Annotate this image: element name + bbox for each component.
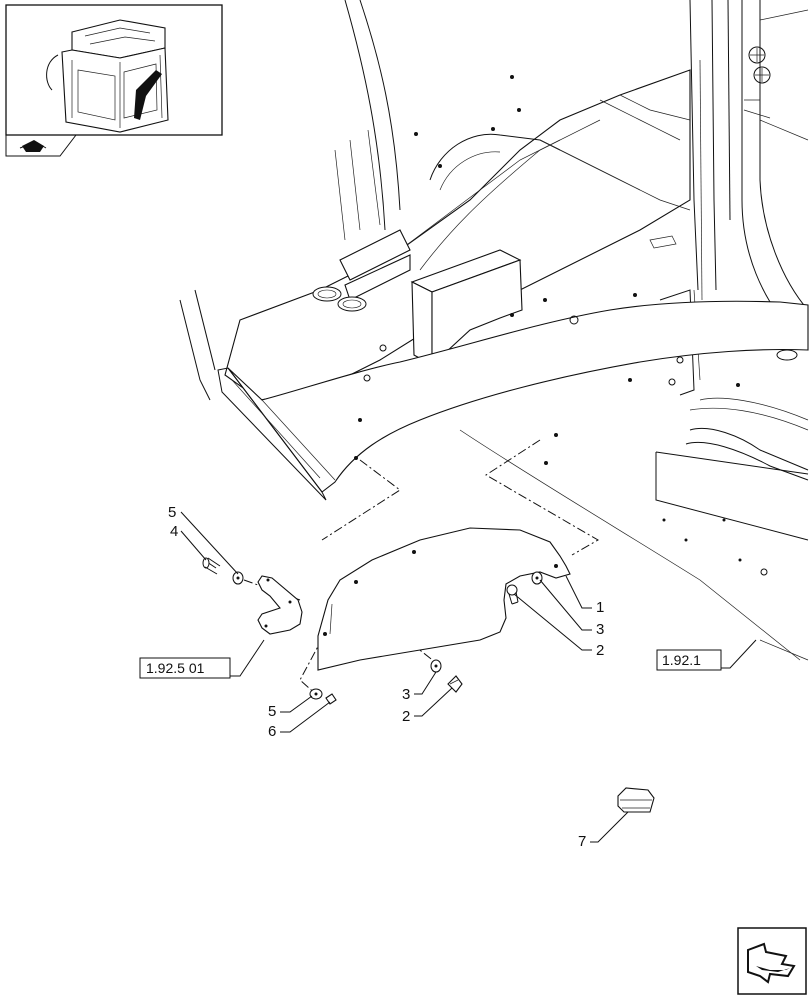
callout-2-right[interactable]: 2 (596, 642, 604, 659)
nut-6[interactable] (325, 693, 337, 705)
exploded-parts (202, 439, 655, 813)
callout-3-right[interactable]: 3 (596, 621, 604, 638)
reference-1-92-5-01[interactable]: 1.92.5 01 (139, 639, 265, 679)
reference-1-92-1[interactable]: 1.92.1 (656, 639, 757, 671)
callout-7[interactable]: 7 (578, 833, 586, 850)
mud-guard-flap[interactable] (317, 527, 571, 671)
reference-label-b: 1.92.1 (662, 652, 701, 668)
bolt-2-lower[interactable] (447, 675, 463, 693)
callout-6[interactable]: 6 (268, 723, 276, 740)
callout-5-top[interactable]: 5 (168, 504, 176, 521)
side-bracket[interactable] (257, 575, 303, 635)
callout-5-bottom[interactable]: 5 (268, 703, 276, 720)
plug-7[interactable] (617, 787, 655, 813)
callout-4[interactable]: 4 (170, 523, 178, 540)
cab-thumbnail[interactable] (5, 4, 223, 157)
bolt-2-right[interactable] (506, 584, 519, 605)
cab-floor-assembly (179, 0, 809, 661)
callout-labels: 5 4 1 3 2 3 2 5 6 7 (168, 504, 629, 850)
next-page-arrow-icon[interactable] (737, 927, 807, 995)
callout-2-lower[interactable]: 2 (402, 708, 410, 725)
callout-1[interactable]: 1 (596, 599, 604, 616)
reference-label-a: 1.92.5 01 (146, 660, 205, 676)
bolt-4[interactable] (202, 557, 221, 575)
callout-3-lower[interactable]: 3 (402, 686, 410, 703)
